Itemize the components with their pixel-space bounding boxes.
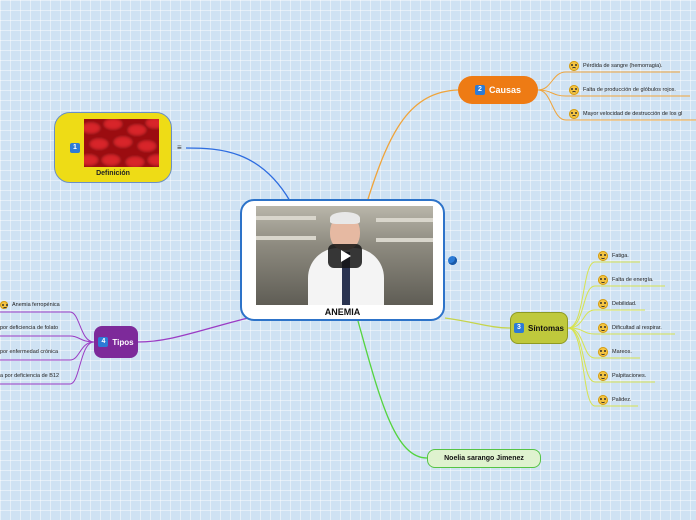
number-2-icon: 2 (474, 85, 485, 95)
sintoma-item[interactable]: Palpitaciones. (598, 371, 646, 381)
causas-node[interactable]: 2 Causas (458, 76, 538, 104)
causa-text: Pérdida de sangre (hemorragia). (583, 63, 663, 69)
person-hair (330, 212, 360, 224)
face-icon (598, 323, 608, 333)
tipo-text: a por deficiencia de B12 (0, 373, 60, 379)
tipo-item[interactable]: Anemia ferropénica (0, 301, 60, 309)
causas-label: Causas (488, 85, 522, 95)
sintoma-item[interactable]: Falta de energía. (598, 275, 654, 285)
tipo-text: por enfermedad crónica (0, 349, 59, 355)
causa-item[interactable]: Falta de producción de glóbulos rojos. (569, 85, 676, 95)
tie-shape (342, 252, 350, 305)
sintoma-item[interactable]: Fatiga. (598, 251, 629, 261)
tipo-item[interactable]: a por deficiencia de B12 (0, 373, 59, 379)
face-icon (598, 251, 608, 261)
author-node[interactable]: Noelia sarango Jimenez (427, 449, 541, 468)
sun-icon (0, 301, 8, 309)
face-icon (598, 371, 608, 381)
central-topic-node[interactable]: ANEMIA (240, 199, 445, 321)
tipo-item[interactable]: por enfermedad crónica (0, 349, 58, 355)
number-1-icon: 1 (70, 143, 80, 153)
tipo-text: Anemia ferropénica (12, 302, 60, 308)
notes-icon[interactable]: ≡ (177, 143, 182, 152)
tipos-node[interactable]: 4 Tipos (94, 326, 138, 358)
video-thumbnail[interactable] (256, 206, 433, 305)
number-4-icon: 4 (98, 337, 109, 347)
tipo-text: por deficiencia de folato (0, 325, 59, 331)
causa-item[interactable]: Mayor velocidad de destrucción de los gl (569, 109, 682, 119)
tipos-label: Tipos (112, 337, 134, 347)
sintoma-item[interactable]: Palidez. (598, 395, 632, 405)
play-button-icon[interactable] (328, 244, 362, 268)
causa-item[interactable]: Pérdida de sangre (hemorragia). (569, 61, 663, 71)
globe-icon[interactable] (448, 256, 457, 265)
sintoma-text: Falta de energía. (612, 277, 654, 283)
sintomas-label: Síntomas (527, 323, 564, 333)
sintoma-text: Mareos. (612, 349, 632, 355)
sintoma-item[interactable]: Mareos. (598, 347, 632, 357)
central-title: ANEMIA (324, 307, 361, 317)
sintoma-text: Palidez. (612, 397, 632, 403)
sintoma-text: Fatiga. (612, 253, 629, 259)
causa-text: Falta de producción de glóbulos rojos. (583, 87, 676, 93)
number-3-icon: 3 (513, 323, 524, 333)
face-icon (598, 299, 608, 309)
sintoma-text: Palpitaciones. (612, 373, 647, 379)
author-label: Noelia sarango Jimenez (444, 455, 524, 462)
red-blood-cells-image (84, 119, 159, 167)
face-icon (598, 347, 608, 357)
sad-face-icon (569, 85, 579, 95)
sintoma-text: Debilidad. (612, 301, 637, 307)
sintoma-item[interactable]: Dificultad al respirar. (598, 323, 662, 333)
tipo-item[interactable]: por deficiencia de folato (0, 325, 58, 331)
sad-face-icon (569, 61, 579, 71)
definicion-label: Definición (96, 170, 130, 177)
face-icon (598, 395, 608, 405)
definicion-node[interactable]: 1 Definición (54, 112, 172, 183)
sintoma-item[interactable]: Debilidad. (598, 299, 636, 309)
sad-face-icon (569, 109, 579, 119)
causa-text: Mayor velocidad de destrucción de los gl (583, 111, 683, 117)
sintoma-text: Dificultad al respirar. (612, 325, 662, 331)
sintomas-node[interactable]: 3 Síntomas (510, 312, 568, 344)
face-icon (598, 275, 608, 285)
